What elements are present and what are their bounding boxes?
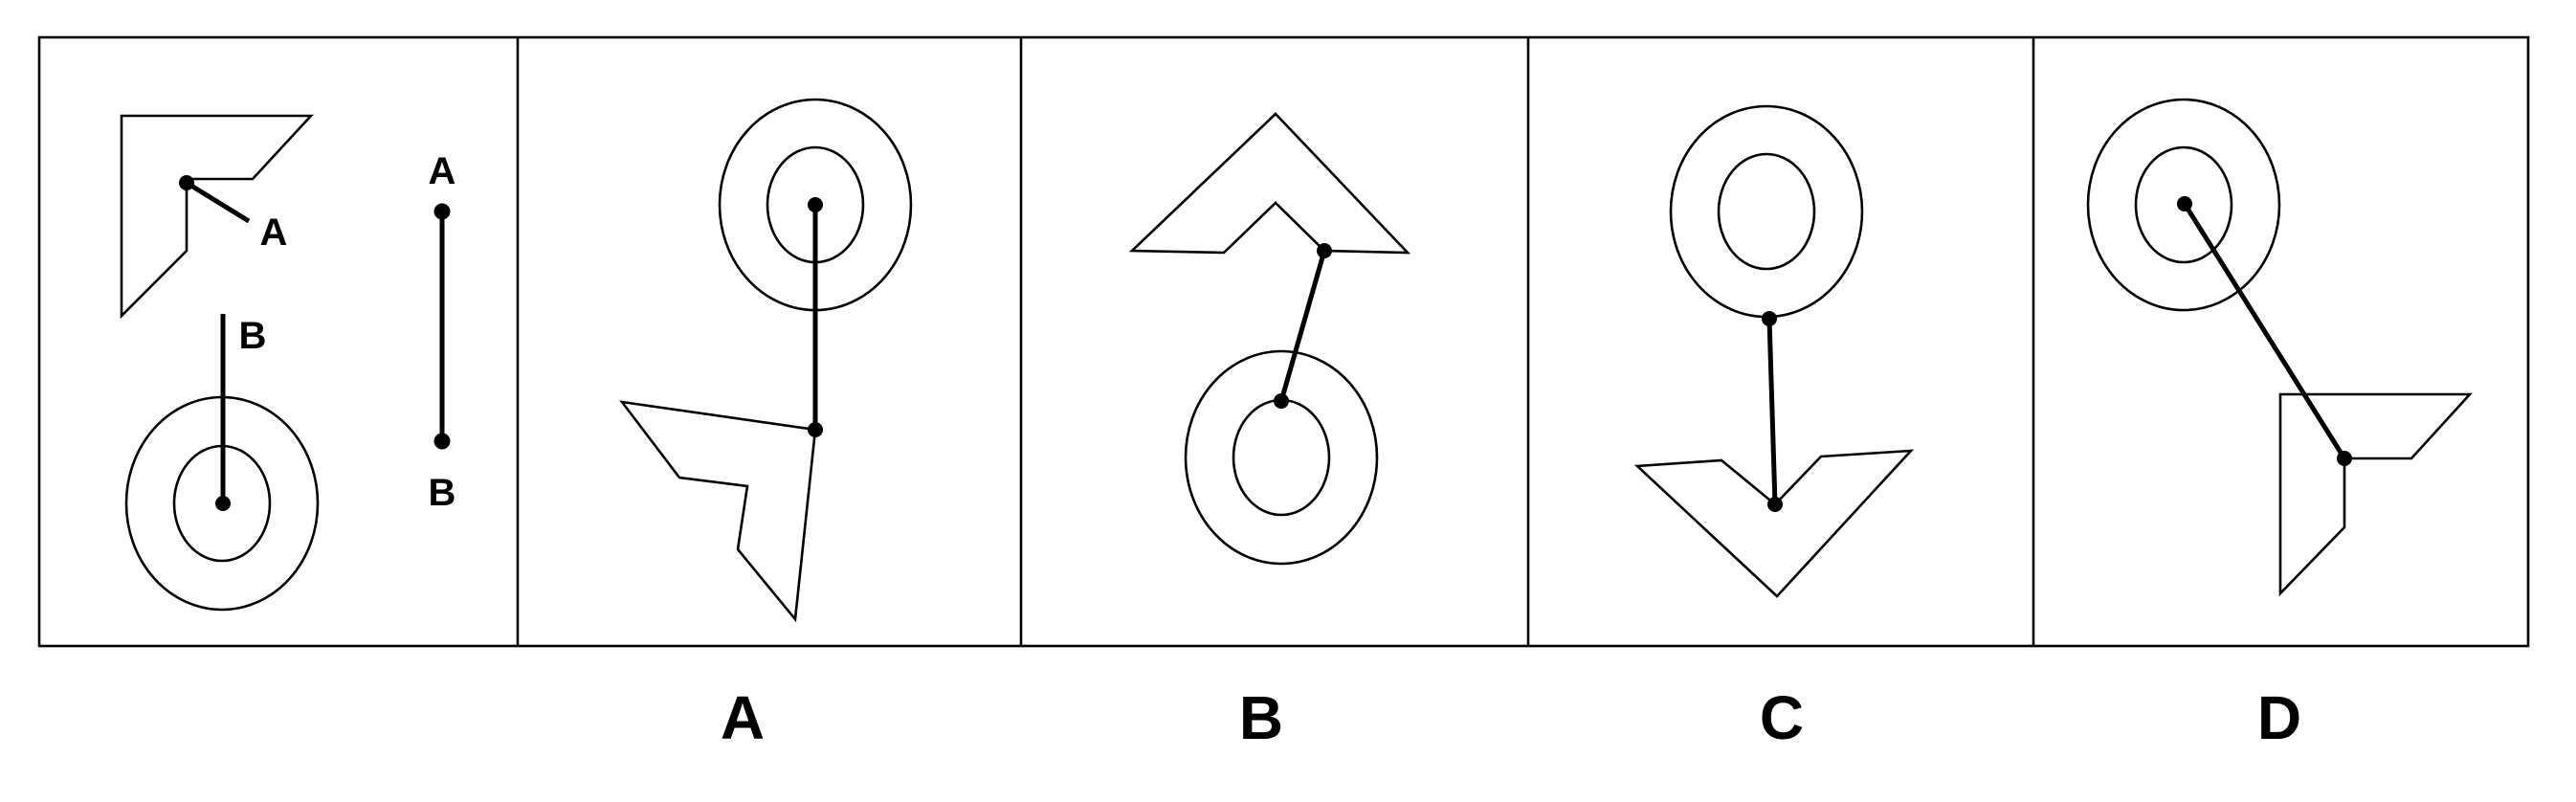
label-b-ellipse: B — [239, 315, 267, 357]
point-b-dot — [215, 496, 231, 511]
option-d-figure — [2086, 98, 2473, 597]
label-a-lshape: A — [260, 212, 288, 254]
chevron-shape — [1633, 449, 1915, 598]
option-c-figure — [1633, 104, 1915, 598]
option-label-a[interactable]: A — [721, 683, 765, 752]
joint-dot — [1762, 311, 1777, 326]
option-b-figure — [1128, 112, 1411, 566]
chevron-shape — [1128, 112, 1411, 255]
option-label-d[interactable]: D — [2257, 683, 2301, 752]
inner-ellipse — [1232, 398, 1331, 517]
outer-ellipse — [2086, 98, 2281, 312]
panel-frame — [37, 35, 2530, 648]
connector-end-b — [433, 433, 451, 450]
point-a-dot — [179, 175, 194, 190]
connector — [1766, 318, 1778, 505]
joint-dot — [2337, 451, 2352, 466]
l-shape — [2278, 392, 2473, 597]
label-b-connector: B — [429, 472, 456, 514]
inner-ellipse — [1717, 152, 1816, 271]
joint-dot — [1274, 393, 1289, 409]
outer-ellipse — [1184, 349, 1379, 566]
option-label-b[interactable]: B — [1239, 683, 1283, 752]
option-a-figure — [619, 98, 913, 623]
segment-a — [185, 180, 251, 224]
option-label-c[interactable]: C — [1760, 683, 1804, 752]
joint-dot — [1317, 243, 1332, 258]
l-shape — [619, 400, 817, 623]
inner-ellipse — [2134, 145, 2233, 264]
connector-end-a — [433, 203, 451, 220]
connector — [2182, 202, 2347, 460]
joint-dot — [808, 422, 823, 437]
joint-dot — [2177, 196, 2192, 212]
label-a-connector: A — [429, 150, 456, 192]
joint-dot — [1767, 497, 1783, 512]
joint-dot — [808, 197, 823, 212]
outer-ellipse — [1669, 104, 1864, 319]
given-panel: A B A B — [120, 114, 456, 612]
connector — [1278, 250, 1327, 402]
